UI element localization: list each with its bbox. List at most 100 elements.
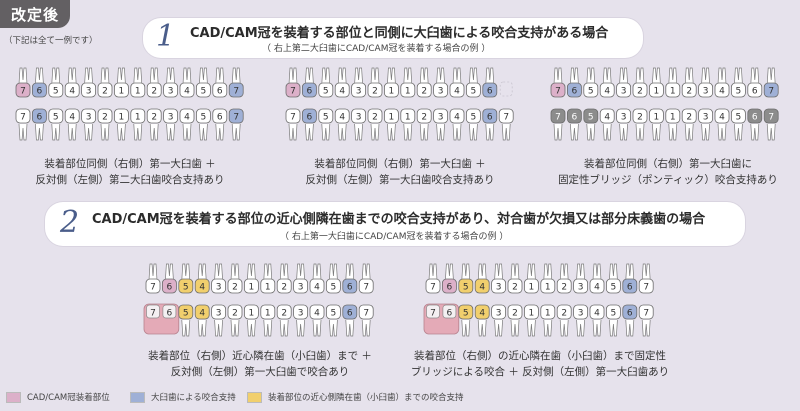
tooth-crown (589, 278, 605, 294)
upper-tooth: 1 (665, 67, 681, 98)
tooth-number: 5 (588, 87, 594, 97)
tooth-root (181, 319, 191, 337)
lower-tooth: 5 (48, 108, 64, 141)
lower-tooth: 4 (474, 304, 490, 337)
tooth-number: 1 (135, 113, 141, 123)
upper-tooth: 6 (31, 67, 47, 98)
tooth-number: 6 (627, 283, 633, 293)
tooth-root (717, 123, 727, 141)
tooth-number: 2 (102, 113, 108, 123)
tooth-root (329, 263, 338, 281)
tooth-number: 5 (201, 87, 207, 97)
lower-tooth: 2 (507, 304, 523, 337)
lower-tooth: 5 (458, 304, 474, 337)
upper-tooth: 4 (179, 67, 195, 98)
tooth-root (609, 319, 618, 337)
tooth-root (559, 263, 569, 281)
lower-tooth: 7 (763, 108, 779, 141)
tooth-crown (301, 108, 317, 124)
tooth-root (133, 123, 143, 141)
tooth-root (321, 67, 331, 85)
lower-tooth: 7 (228, 108, 244, 141)
example-note: （下記は全て一例です） (4, 36, 98, 46)
tooth-root (485, 123, 495, 141)
upper-tooth: 5 (583, 67, 599, 98)
tooth-crown (212, 108, 228, 124)
tooth-crown (114, 108, 129, 124)
tooth-number: 1 (119, 113, 125, 123)
tooth-root (199, 67, 208, 85)
upper-tooth: 1 (524, 263, 539, 294)
lower-tooth: 7 (146, 304, 160, 319)
lower-tooth: 7 (638, 304, 654, 337)
tooth-crown (458, 304, 474, 320)
tooth-root (436, 67, 445, 85)
tooth-root (370, 67, 380, 85)
tooth-root (750, 123, 760, 141)
lower-tooth: 5 (605, 304, 621, 337)
tooth-number: 3 (578, 309, 584, 319)
lower-tooth: 4 (179, 108, 195, 141)
tooth-root (461, 319, 471, 337)
tooth-number: 7 (363, 283, 369, 293)
tooth-root (84, 123, 93, 141)
tooth-crown (605, 278, 621, 294)
tooth-root (288, 67, 298, 85)
tooth-number: 2 (637, 113, 643, 123)
tooth-crown (698, 82, 714, 98)
caption-line: 装着部位同側（右側）第一大臼歯 ＋ (44, 158, 216, 170)
tooth-root (625, 263, 635, 281)
tooth-crown (227, 278, 243, 294)
upper-tooth: 1 (400, 67, 416, 98)
tooth-root (701, 123, 710, 141)
tooth-number: 6 (752, 113, 758, 123)
tooth-crown (145, 278, 161, 294)
tooth-number: 5 (463, 283, 469, 293)
tooth-root (18, 123, 28, 141)
lower-tooth: 3 (573, 304, 589, 337)
tooth-crown (550, 82, 566, 98)
upper-tooth: 5 (605, 263, 621, 294)
tooth-number: 1 (405, 113, 411, 123)
caption-line: ブリッジによる咬合 ＋ 反対側（左側）第一大臼歯あり (410, 366, 670, 378)
upper-tooth: 5 (465, 67, 481, 98)
tooth-root (543, 263, 553, 281)
caption-line: 装着部位同側（右側）第一大臼歯 ＋ (314, 158, 486, 170)
tooth-crown (649, 82, 664, 98)
tooth-number: 3 (356, 87, 362, 97)
tooth-root (263, 263, 273, 281)
tooth-number: 1 (670, 113, 676, 123)
tooth-number: 5 (183, 309, 189, 319)
tooth-root (750, 67, 760, 85)
upper-tooth: 4 (474, 263, 490, 294)
section2-caption-2: 装着部位（右側）の近心隣在歯（小臼歯）まで固定性 ブリッジによる咬合 ＋ 反対側… (400, 348, 680, 380)
tooth-crown (622, 278, 638, 294)
tooth-number: 5 (331, 309, 337, 319)
tooth-number: 5 (183, 283, 189, 293)
tooth-crown (211, 278, 226, 294)
tooth-number: 6 (572, 113, 578, 123)
tooth-root (387, 123, 396, 141)
section1-caption-2: 装着部位同側（右側）第一大臼歯 ＋ 反対側（左側）第一大臼歯咬合支持あり (290, 156, 510, 188)
tooth-crown (449, 82, 465, 98)
lower-tooth: 2 (367, 108, 383, 141)
tooth-number: 4 (719, 113, 725, 123)
upper-tooth: 2 (97, 67, 113, 98)
tooth-crown (441, 278, 457, 294)
tooth-crown (179, 82, 195, 98)
tooth-crown (351, 82, 366, 98)
tooth-root (166, 67, 175, 85)
tooth-root (576, 319, 585, 337)
tooth-root (494, 319, 503, 337)
tooth-number: 3 (621, 87, 627, 97)
tooth-number: 5 (611, 283, 617, 293)
tooth-number: 2 (232, 283, 238, 293)
tooth-root (361, 263, 371, 281)
tooth-crown (48, 82, 64, 98)
tooth-number: 6 (347, 283, 353, 293)
tooth-number: 3 (578, 283, 584, 293)
tooth-number: 4 (184, 113, 190, 123)
tooth-number: 2 (102, 87, 108, 97)
tooth-number: 3 (298, 283, 304, 293)
